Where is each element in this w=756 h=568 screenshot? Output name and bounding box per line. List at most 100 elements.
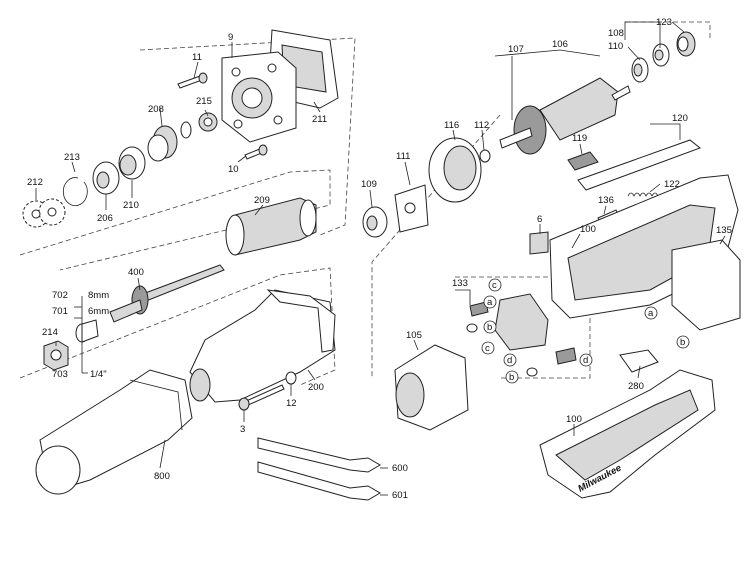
callout-b2: b [509,372,514,383]
label-116: 116 [444,120,459,131]
label-800: 800 [154,471,170,482]
label-6mm: 6mm [88,306,109,317]
callout-c1: c [492,280,497,291]
label-107: 107 [508,44,524,55]
callout-b1: b [487,322,492,333]
label-10: 10 [228,164,239,175]
label-105: 105 [406,330,422,341]
brush-boundary [455,276,591,379]
callout-c1-circle [488,278,502,292]
label-215: 215 [196,96,212,107]
part-213-clip [62,177,88,206]
motor-head-boundary [139,37,356,236]
part-280-switch [619,349,659,373]
part-123-cap [676,31,696,57]
part-135-switch [671,239,741,331]
label-112: 112 [474,120,489,131]
label-100-upper: 100 [580,224,596,235]
label-110: 110 [608,41,623,52]
callout-c2-circle [481,341,495,355]
part-122-spring [627,192,659,197]
label-106: 106 [552,39,568,50]
callout-a1-circle [483,295,497,309]
part-133-brush-holder [466,293,577,377]
label-212: 212 [27,177,43,188]
callout-c2: c [485,343,490,354]
part-3-screw [238,384,285,411]
label-111: 111 [396,151,410,162]
label-400: 400 [128,267,144,278]
callout-b3: b [680,337,685,348]
part-105-magnet [394,344,469,431]
part-100-housing-lower [539,369,716,499]
part-209-sleeve [225,197,317,256]
part-111-plate [394,184,429,233]
part-number-labels: 9 11 211 208 215 10 213 212 206 210 209 … [27,17,732,501]
part-6-label [529,231,549,255]
label-210: 210 [123,200,139,211]
label-200: 200 [308,382,324,393]
label-6: 6 [537,214,542,225]
part-119-button [567,151,599,171]
callout-d1-circle [503,353,517,367]
part-12-washer [285,371,297,385]
label-135: 135 [716,225,732,236]
label-109: 109 [361,179,377,190]
part-110-bearing [631,57,649,83]
part-206-bearing [92,161,120,195]
label-206: 206 [97,213,113,224]
label-3: 3 [240,424,245,435]
callout-d2: d [583,355,588,366]
label-213: 213 [64,152,80,163]
part-208-hub [147,125,178,162]
part-ring [180,121,192,139]
label-702: 702 [52,290,68,301]
label-108: 108 [608,28,624,39]
label-208: 208 [148,104,164,115]
label-122: 122 [664,179,680,190]
label-8mm: 8mm [88,290,109,301]
label-1-4: 1/4" [90,369,107,380]
part-11-screw [177,72,208,89]
nose-boundary [19,267,336,386]
part-10-screw [244,144,268,160]
label-601: 601 [392,490,408,501]
part-112-washer [479,149,491,163]
label-120: 120 [672,113,688,124]
part-120-slider [577,139,702,191]
part-210-bearing [118,146,146,180]
part-214-nut [43,340,69,371]
part-601-wrench [257,461,381,501]
label-136: 136 [598,195,614,206]
part-109-bearing [362,206,388,238]
label-100-lower: 100 [566,414,582,425]
callout-a2-circle [644,306,658,320]
label-133: 133 [452,278,468,289]
part-400-spindle [109,264,225,323]
label-214: 214 [42,327,58,338]
label-9: 9 [228,32,233,43]
label-211: 211 [312,114,327,125]
callout-d1: d [507,355,512,366]
callout-b1-circle [483,320,497,334]
label-280: 280 [628,381,644,392]
part-212-washers [22,198,66,228]
label-703: 703 [52,369,68,380]
callout-a2: a [648,308,654,319]
callout-b2-circle [505,370,519,384]
leader-lines [35,21,726,496]
part-701-collet [75,319,99,343]
label-119: 119 [572,133,587,144]
part-215-gear [198,112,218,132]
label-209: 209 [254,195,270,206]
label-701: 701 [52,306,68,317]
callout-b3-circle [676,335,690,349]
label-11: 11 [192,52,202,63]
part-108-bearing [652,43,670,67]
part-107-armature [499,77,631,155]
part-9-housing [221,51,297,143]
label-12: 12 [286,398,297,409]
callouts: a b c c d d b a b [481,278,690,384]
label-123: 123 [656,17,672,28]
